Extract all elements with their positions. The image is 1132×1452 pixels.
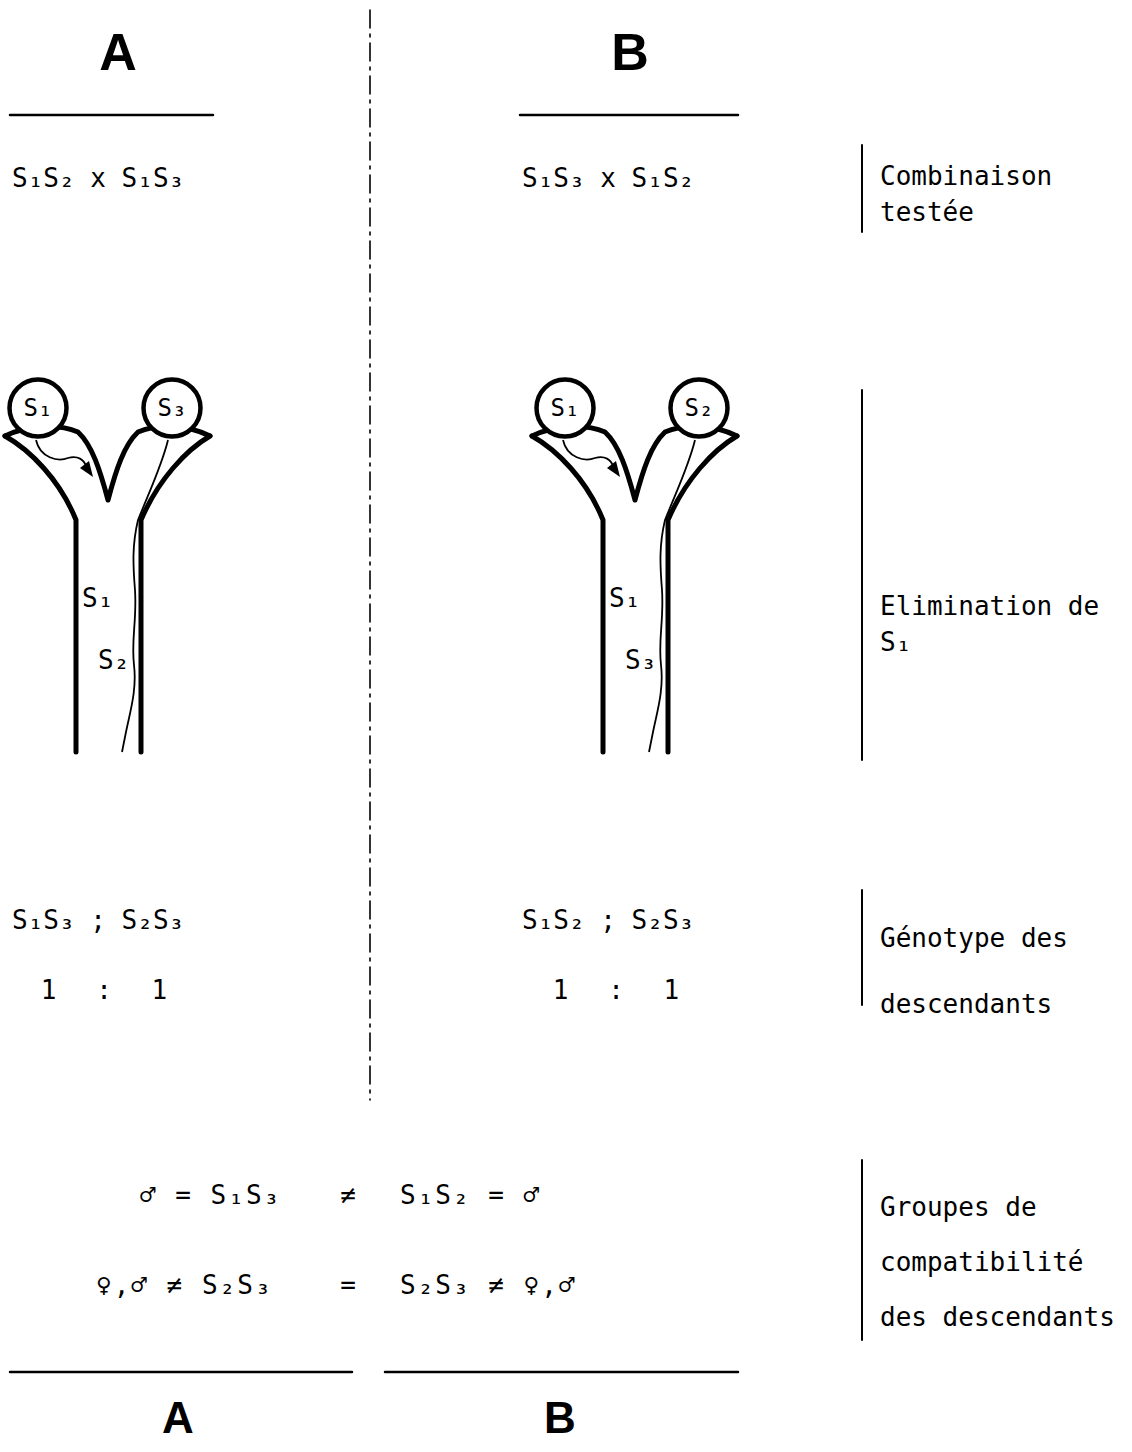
pollen-circle	[537, 380, 594, 437]
pollen-grain: S₁	[534, 377, 596, 439]
column-footer: B	[544, 1392, 576, 1444]
pollen-circle	[144, 380, 201, 437]
section-bar	[861, 145, 863, 232]
growing-pollen-tube	[649, 440, 695, 752]
compatibility-group: ♀,♂ ≠ S₂S₃	[96, 1270, 273, 1300]
section-bar	[861, 1160, 863, 1340]
column-heading: A	[99, 22, 137, 82]
style-allele: S₁	[82, 583, 113, 613]
pistil-figure	[5, 426, 210, 752]
style-wall	[5, 436, 76, 752]
compatibility-group: S₂S₃ ≠ ♀,♂	[400, 1270, 577, 1300]
offspring-genotypes: S₁S₃ ; S₂S₃	[12, 905, 184, 935]
row-label: Elimination de S₁	[880, 588, 1125, 660]
growing-pollen-tube	[122, 440, 168, 752]
style-allele: S₂	[98, 645, 129, 675]
footer-rule	[385, 1371, 738, 1374]
column-heading: B	[611, 22, 649, 82]
row-label: Combinaison testée	[880, 158, 1125, 230]
arrow-head	[80, 461, 93, 477]
allele-name: S₃	[158, 394, 187, 422]
column-footer: A	[162, 1392, 194, 1444]
row-label: Groupes de compatibilité des descendants	[880, 1180, 1125, 1345]
style-allele: S₃	[625, 645, 656, 675]
offspring-genotypes: S₁S₂ ; S₂S₃	[522, 905, 694, 935]
row-label: Génotype des descendants	[880, 905, 1125, 1037]
section-bar	[861, 390, 863, 760]
column-divider	[369, 10, 371, 1100]
arrested-pollen-tube	[563, 440, 613, 466]
arrested-pollen-tube	[36, 440, 86, 466]
compatibility-group: ♂ = S₁S₃	[140, 1180, 281, 1210]
allele-name: S₁	[551, 394, 580, 422]
allele-name: S₂	[685, 394, 714, 422]
pollen-grain: S₁	[7, 377, 69, 439]
pollen-circle	[671, 380, 728, 437]
relation-sign: =	[340, 1270, 356, 1300]
heading-rule	[10, 114, 213, 117]
cross-formula: S₁S₂ x S₁S₃	[12, 163, 184, 193]
segregation-ratio: 1 : 1	[41, 975, 179, 1005]
pollen-grain: S₂	[668, 377, 730, 439]
compatibility-group: S₁S₂ = ♂	[400, 1180, 541, 1210]
heading-rule	[520, 114, 738, 117]
style-wall	[141, 436, 210, 752]
allele-name: S₁	[24, 394, 53, 422]
arrow-head	[607, 461, 620, 477]
cross-formula: S₁S₃ x S₁S₂	[522, 163, 694, 193]
segregation-ratio: 1 : 1	[553, 975, 691, 1005]
pistil-figure	[532, 426, 737, 752]
footer-rule	[10, 1371, 352, 1374]
style-allele: S₁	[609, 583, 640, 613]
pollen-grain: S₃	[141, 377, 203, 439]
style-wall	[532, 436, 603, 752]
style-wall	[668, 436, 737, 752]
pollen-circle	[10, 380, 67, 437]
section-bar	[861, 890, 863, 1005]
relation-sign: ≠	[340, 1180, 356, 1210]
